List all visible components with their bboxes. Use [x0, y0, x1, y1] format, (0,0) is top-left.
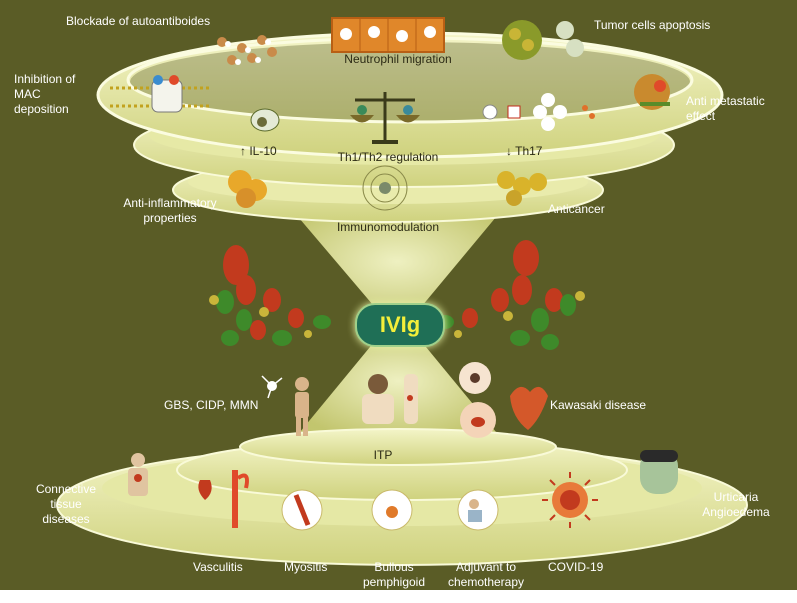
ivig-center-label: IVIg [355, 303, 445, 347]
label-tumor: Tumor cells apoptosis [594, 18, 711, 32]
label-immunomodulation: Immunomodulation [336, 220, 440, 234]
label-mac: Inhibition of MAC deposition [14, 72, 76, 116]
itp-patient-icon [362, 374, 418, 424]
chemotherapy-icon [457, 489, 499, 531]
autoantibodies-icon [217, 35, 277, 65]
anti-metastatic-icon [634, 74, 670, 110]
label-th17: ↓ Th17 [506, 144, 543, 158]
label-bullous: Bullous pemphigoid [362, 560, 426, 589]
tumor-cells-icon [502, 20, 584, 60]
person-figure-icon [295, 377, 309, 436]
label-myositis: Myositis [284, 560, 328, 574]
label-covid: COVID-19 [548, 560, 604, 574]
lower-rings [56, 428, 748, 566]
urticaria-face-icon [640, 450, 678, 494]
label-anticancer: Anticancer [548, 202, 605, 216]
label-gbs: GBS, CIDP, MMN [164, 398, 259, 412]
covid-virus-icon [542, 472, 598, 528]
bullous-icon [371, 489, 413, 531]
label-itp: ITP [373, 448, 393, 462]
label-vasculitis: Vasculitis [193, 560, 243, 574]
neuron-icon [261, 375, 283, 399]
antibody-cluster-left-icon [209, 245, 331, 346]
myositis-icon [281, 489, 323, 531]
balance-scale-icon [350, 92, 420, 144]
antibody-cluster-right-icon [436, 240, 585, 350]
lower-funnel [300, 330, 496, 432]
vasculitis-icon [198, 470, 249, 528]
label-blockade: Blockade of autoantiboides [66, 14, 211, 28]
bottom-margin [0, 590, 797, 603]
label-neutrophil: Neutrophil migration [344, 52, 452, 66]
label-th1th2: Th1/Th2 regulation [337, 150, 439, 164]
th17-icon [482, 93, 595, 131]
mac-membrane-icon [110, 75, 210, 113]
il10-cell-icon [250, 108, 280, 132]
kawasaki-icon [459, 362, 548, 438]
label-urticaria: Urticaria Angioedema [702, 490, 770, 519]
immunomodulation-icon [362, 165, 408, 211]
upper-funnel [288, 205, 506, 318]
label-anti-inflammatory: Anti-inflammatory properties [123, 196, 217, 225]
neutrophil-icon [331, 17, 445, 53]
label-il10: ↑ IL-10 [240, 144, 277, 158]
anti-inflammatory-icon [228, 170, 267, 208]
anticancer-icon [497, 171, 547, 206]
label-anti-metastatic: Anti metastatic effect [686, 94, 765, 123]
label-kawasaki: Kawasaki disease [550, 398, 647, 412]
label-adjuvant: Adjuvant to chemotherapy [447, 560, 525, 589]
label-connective: Connective tissue diseases [35, 482, 97, 526]
connective-tissue-icon [128, 453, 148, 496]
